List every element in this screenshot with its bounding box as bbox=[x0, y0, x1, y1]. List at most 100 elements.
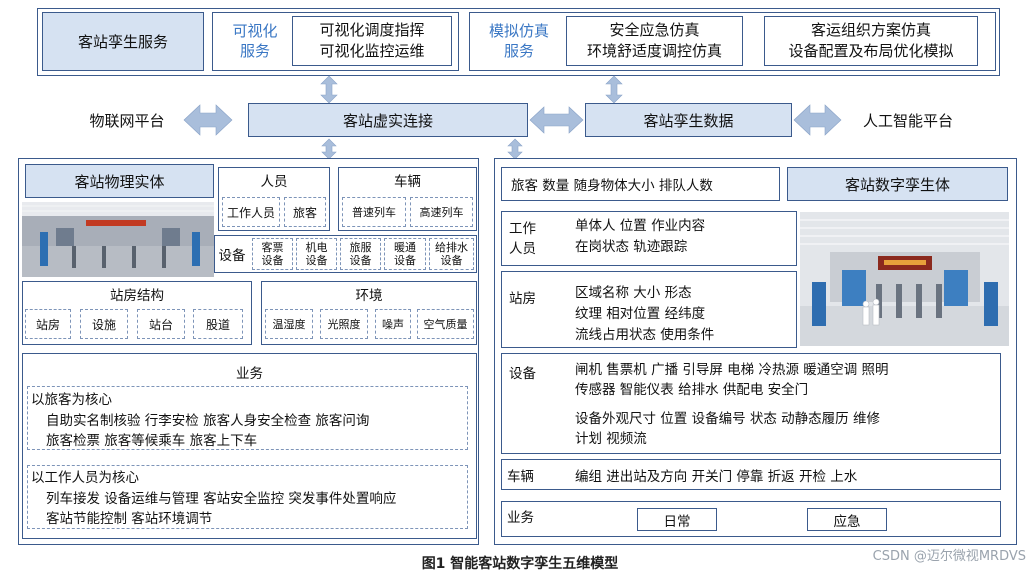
digital-business-box bbox=[501, 501, 1001, 537]
digital-equipment-line-3: 设备外观尺寸 位置 设备编号 状态 动静态履历 维修 bbox=[575, 411, 880, 427]
vis-service-line-1: 可视化 bbox=[232, 22, 278, 40]
left-right-arrow-icon bbox=[183, 104, 233, 136]
passenger-core-title: 以旅客为核心 bbox=[31, 392, 112, 408]
left-right-arrow-icon bbox=[529, 106, 584, 134]
structure-track: 股道 bbox=[193, 309, 243, 339]
digital-equipment-line-4: 计划 视频流 bbox=[575, 431, 647, 447]
sim-item-comfort: 环境舒适度调控仿真 bbox=[586, 42, 722, 60]
vehicle-normal-train: 普速列车 bbox=[342, 197, 406, 227]
twin-service-label: 客站孪生服务 bbox=[77, 33, 168, 51]
sim-service-line-2: 服务 bbox=[503, 42, 534, 60]
physical-entity-title: 客站物理实体 bbox=[74, 172, 165, 191]
staff-core-line-1: 列车接发 设备运维与管理 客站安全监控 突发事件处置响应 bbox=[46, 491, 397, 507]
personnel-passenger: 旅客 bbox=[284, 197, 326, 227]
digital-twin-title: 客站数字孪生体 bbox=[844, 175, 950, 194]
digital-equipment-line-1: 闸机 售票机 广播 引导屏 电梯 冷热源 暖通空调 照明 bbox=[575, 362, 889, 378]
sim-items-b: 客运组织方案仿真 设备配置及布局优化模拟 bbox=[764, 16, 978, 66]
passenger-core-box bbox=[27, 386, 468, 450]
vehicle-title: 车辆 bbox=[394, 174, 421, 190]
sim-item-layout: 设备配置及布局优化模拟 bbox=[788, 42, 954, 60]
equipment-ticket-l1: 客票 bbox=[261, 241, 284, 254]
physical-business-title: 业务 bbox=[236, 366, 263, 382]
digital-twin-title-box: 客站数字孪生体 bbox=[787, 167, 1008, 201]
staff-core-title: 以工作人员为核心 bbox=[31, 470, 139, 486]
ai-platform-label: 人工智能平台 bbox=[862, 111, 953, 130]
digital-station-line-1: 区域名称 大小 形态 bbox=[575, 285, 692, 301]
twin-service-box: 客站孪生服务 bbox=[42, 12, 204, 71]
env-air-quality: 空气质量 bbox=[417, 309, 474, 339]
equipment-ticket-l2: 设备 bbox=[261, 254, 284, 267]
env-noise: 噪声 bbox=[375, 309, 411, 339]
structure-facility: 设施 bbox=[80, 309, 128, 339]
business-emergency-label: 应急 bbox=[833, 513, 861, 530]
digital-station-box bbox=[501, 271, 797, 348]
twin-data-box: 客站孪生数据 bbox=[585, 103, 792, 137]
staff-core-box bbox=[27, 465, 468, 529]
equipment-electromechanical: 机电 设备 bbox=[296, 238, 337, 270]
digital-vehicle-label: 车辆 bbox=[507, 469, 534, 485]
digital-staff-line-1: 单体人 位置 作业内容 bbox=[575, 218, 706, 234]
business-emergency-box: 应急 bbox=[807, 508, 887, 531]
up-down-arrow-icon bbox=[605, 75, 623, 104]
sim-service-label: 模拟仿真 服务 bbox=[478, 18, 560, 64]
equipment-hvac-l1: 暖通 bbox=[394, 241, 416, 254]
personnel-staff: 工作人员 bbox=[222, 197, 280, 227]
sim-item-passenger-org: 客运组织方案仿真 bbox=[810, 21, 931, 39]
equipment-water-l2: 设备 bbox=[440, 254, 463, 267]
equipment-passenger-service: 旅服 设备 bbox=[340, 238, 381, 270]
digital-vehicle-box bbox=[501, 459, 1001, 490]
digital-equipment-line-2: 传感器 智能仪表 给排水 供配电 安全门 bbox=[575, 382, 809, 398]
structure-platform: 站台 bbox=[137, 309, 185, 339]
vis-items-box: 可视化调度指挥 可视化监控运维 bbox=[292, 16, 452, 66]
digital-equipment-box bbox=[501, 353, 1001, 454]
sim-item-emergency: 安全应急仿真 bbox=[609, 21, 700, 39]
equipment-hvac: 暖通 设备 bbox=[384, 238, 426, 270]
left-right-arrow-icon bbox=[793, 104, 842, 136]
business-daily-label: 日常 bbox=[663, 513, 691, 530]
structure-title: 站房结构 bbox=[110, 288, 164, 304]
structure-station-house: 站房 bbox=[25, 309, 71, 339]
virtual-real-connect-label: 客站虚实连接 bbox=[342, 111, 433, 130]
digital-station-lines: 区域名称 大小 形态 纹理 相对位置 经纬度 流线占用状态 使用条件 bbox=[575, 283, 795, 347]
physical-entity-title-box: 客站物理实体 bbox=[25, 164, 214, 198]
digital-staff-label: 工作 人员 bbox=[509, 219, 549, 261]
digital-business-label: 业务 bbox=[507, 510, 534, 526]
digital-passenger-row: 旅客 数量 随身物体大小 排队人数 bbox=[501, 167, 780, 201]
vis-service-line-2: 服务 bbox=[239, 42, 270, 60]
figure-caption: 图1 智能客站数字孪生五维模型 bbox=[421, 556, 619, 572]
digital-passenger-line: 旅客 数量 随身物体大小 排队人数 bbox=[511, 178, 713, 194]
digital-vehicle-line: 编组 进出站及方向 开关门 停靠 折返 开检 上水 bbox=[575, 469, 858, 485]
vehicle-high-speed-train: 高速列车 bbox=[410, 197, 473, 227]
env-illuminance: 光照度 bbox=[320, 309, 368, 339]
env-temp-humidity: 温湿度 bbox=[265, 309, 313, 339]
equipment-hvac-l2: 设备 bbox=[394, 254, 416, 267]
virtual-real-connect-box: 客站虚实连接 bbox=[248, 103, 528, 137]
business-daily-box: 日常 bbox=[637, 508, 717, 531]
digital-station-line-2: 纹理 相对位置 经纬度 bbox=[575, 306, 706, 322]
digital-staff-label-l2: 人员 bbox=[509, 241, 536, 257]
digital-staff-label-l1: 工作 bbox=[509, 221, 536, 237]
digital-station-line-3: 流线占用状态 使用条件 bbox=[575, 327, 715, 343]
vis-service-label: 可视化 服务 bbox=[220, 18, 290, 64]
up-down-arrow-icon bbox=[320, 75, 338, 104]
equipment-ticket: 客票 设备 bbox=[252, 238, 293, 270]
equipment-water-l1: 给排水 bbox=[435, 241, 468, 254]
vis-item-monitor: 可视化监控运维 bbox=[319, 42, 425, 60]
equipment-em-l2: 设备 bbox=[305, 254, 328, 267]
equipment-em-l1: 机电 bbox=[305, 241, 328, 254]
digital-staff-box bbox=[501, 211, 797, 266]
station-interior-photo bbox=[22, 202, 214, 277]
digital-staff-lines: 单体人 位置 作业内容 在岗状态 轨迹跟踪 bbox=[575, 216, 795, 262]
equipment-ps-l1: 旅服 bbox=[349, 241, 372, 254]
digital-equipment-label: 设备 bbox=[509, 366, 536, 382]
passenger-core-line-1: 自助实名制核验 行李安检 旅客人身安全检查 旅客问询 bbox=[46, 413, 370, 429]
equipment-water: 给排水 设备 bbox=[429, 238, 474, 270]
equipment-ps-l2: 设备 bbox=[349, 254, 372, 267]
staff-core-line-2: 客站节能控制 客站环境调节 bbox=[46, 511, 213, 527]
personnel-title: 人员 bbox=[260, 174, 288, 190]
environment-title: 环境 bbox=[355, 288, 383, 304]
sim-service-line-1: 模拟仿真 bbox=[488, 22, 549, 40]
up-down-arrow-icon bbox=[321, 138, 337, 160]
vis-item-dispatch: 可视化调度指挥 bbox=[319, 21, 425, 39]
